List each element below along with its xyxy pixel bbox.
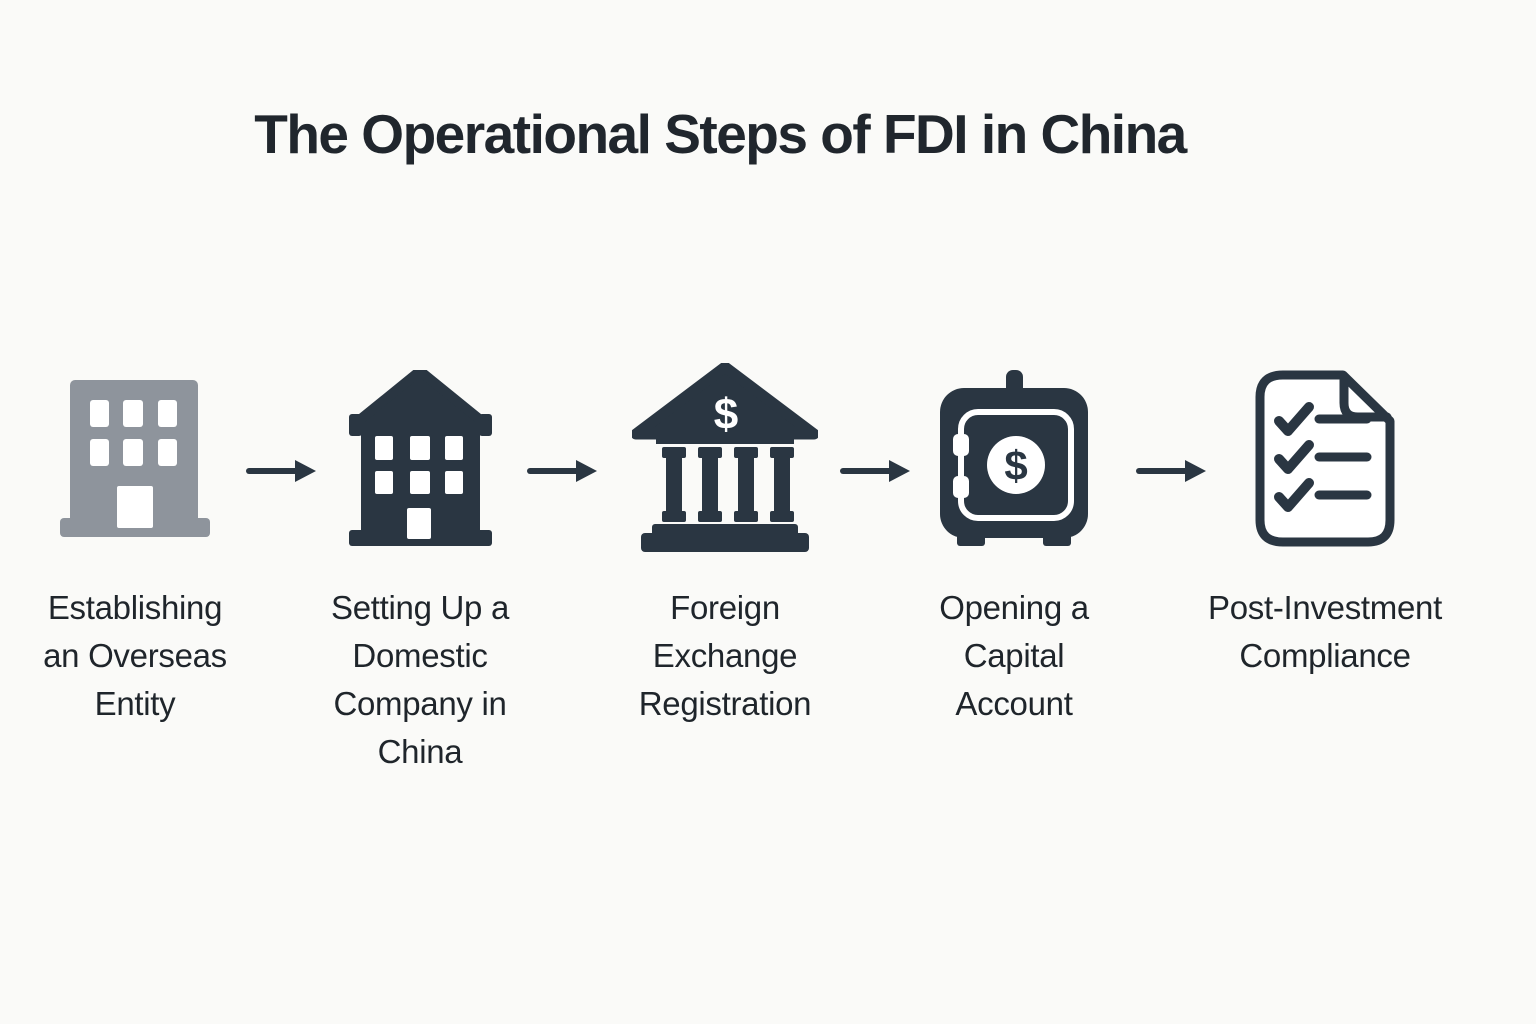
page-title: The Operational Steps of FDI in China <box>254 103 1187 165</box>
dollar-sign: $ <box>714 390 738 439</box>
right-arrow-icon <box>246 460 316 482</box>
right-arrow-icon <box>1136 460 1206 482</box>
step-compliance: Post-Investment Compliance <box>1175 360 1475 680</box>
step-label: Setting Up a Domestic Company in China <box>330 589 509 770</box>
dollar-sign: $ <box>1004 442 1027 489</box>
right-arrow-icon <box>527 460 597 482</box>
step-label: Post-Investment Compliance <box>1208 589 1442 674</box>
checklist-document-icon <box>1255 370 1395 546</box>
icon-box <box>1255 360 1395 556</box>
house-icon <box>348 370 492 546</box>
icon-box: $ <box>940 360 1088 556</box>
step-capital-account: $ Opening a Capital Account <box>864 360 1164 728</box>
step-foreign-exchange: $ Forei <box>575 360 875 728</box>
bank-icon: $ <box>632 363 818 552</box>
icon-box: $ <box>632 360 818 556</box>
office-building-icon <box>60 379 210 537</box>
step-domestic-company: Setting Up a Domestic Company in China <box>270 360 570 776</box>
step-label: Opening a Capital Account <box>939 589 1089 722</box>
step-overseas-entity: Establishing an Overseas Entity <box>0 360 285 728</box>
step-label: Establishing an Overseas Entity <box>43 589 227 722</box>
icon-box <box>60 360 210 556</box>
icon-box <box>348 360 492 556</box>
safe-icon: $ <box>940 369 1088 546</box>
step-label: Foreign Exchange Registration <box>638 589 812 722</box>
right-arrow-icon <box>840 460 910 482</box>
